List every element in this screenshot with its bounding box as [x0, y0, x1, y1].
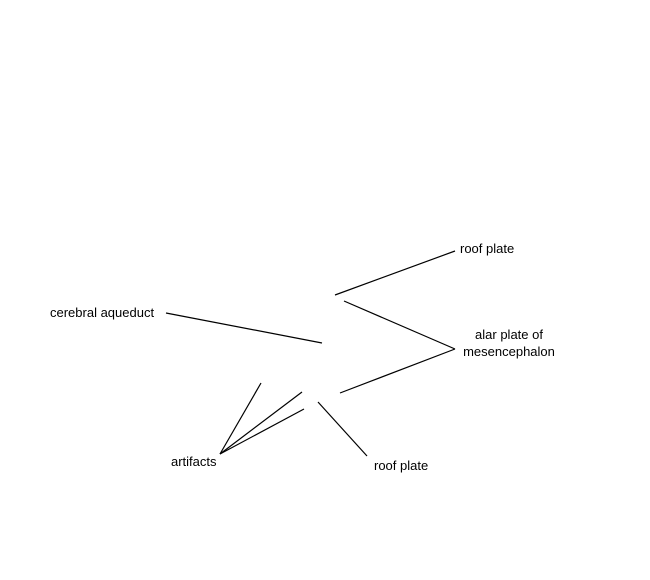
leader-line-artifacts-3 — [219, 408, 305, 455]
label-artifacts: artifacts — [171, 454, 217, 469]
label-roof-plate-bottom: roof plate — [374, 458, 429, 473]
label-cerebral-aqueduct: cerebral aqueduct — [50, 305, 155, 320]
leader-line-roof-plate-top — [334, 250, 456, 296]
label-alar-plate-line1: alar plate of — [475, 327, 543, 342]
leader-line-alar-plate-upper — [343, 300, 456, 350]
leader-line-artifacts-2 — [219, 391, 303, 455]
label-alar-plate-line2: mesencephalon — [463, 344, 555, 359]
leader-line-alar-plate-lower — [339, 348, 456, 394]
leader-line-cerebral-aqueduct — [165, 312, 323, 344]
leader-line-artifacts-1 — [219, 382, 262, 455]
label-alar-plate-of-mesencephalon: alar plate of mesencephalon — [459, 326, 559, 360]
leader-line-roof-plate-bottom — [317, 401, 368, 457]
label-roof-plate-top: roof plate — [460, 241, 515, 256]
